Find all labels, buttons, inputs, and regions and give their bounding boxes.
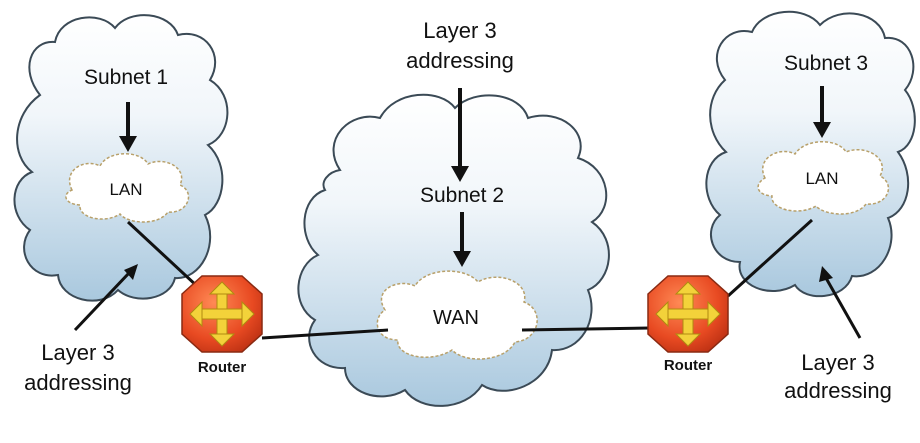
subnet-3-lan-cloud (757, 141, 890, 215)
subnet-2-cloud (297, 93, 610, 407)
arrow-left-annotation (73, 264, 138, 332)
arrow-subnet1-to-lan (119, 102, 137, 152)
subnet-2-label: Subnet 2 (420, 184, 504, 207)
subnet-2-wan-label: WAN (433, 307, 479, 329)
annotation-left-line2: addressing (24, 370, 132, 395)
subnet-2-wan-cloud (376, 270, 538, 360)
annotation-top-line1: Layer 3 (423, 18, 496, 43)
arrow-right-annotation (819, 266, 862, 339)
arrow-top-annotation-to-subnet2 (451, 88, 469, 182)
router-right-label: Router (664, 357, 712, 374)
router-right (647, 275, 729, 353)
subnet-1-lan-label: LAN (109, 180, 142, 199)
router-left (181, 275, 263, 353)
subnet-3-lan-label: LAN (805, 169, 838, 188)
arrow-subnet3-to-lan (813, 86, 831, 138)
subnet-1-lan-cloud (65, 153, 190, 223)
annotation-left-line1: Layer 3 (41, 340, 114, 365)
annotation-right-line1: Layer 3 (801, 350, 874, 375)
link-router2-lan3 (726, 218, 814, 298)
link-router1-wan (261, 328, 389, 340)
link-wan-router2 (521, 326, 651, 332)
annotation-right-line2: addressing (784, 378, 892, 403)
arrow-subnet2-to-wan (453, 212, 471, 267)
subnet-3-label: Subnet 3 (784, 52, 868, 75)
subnet-1-label: Subnet 1 (84, 66, 168, 89)
router-left-label: Router (198, 359, 246, 376)
annotation-top-line2: addressing (406, 48, 514, 73)
